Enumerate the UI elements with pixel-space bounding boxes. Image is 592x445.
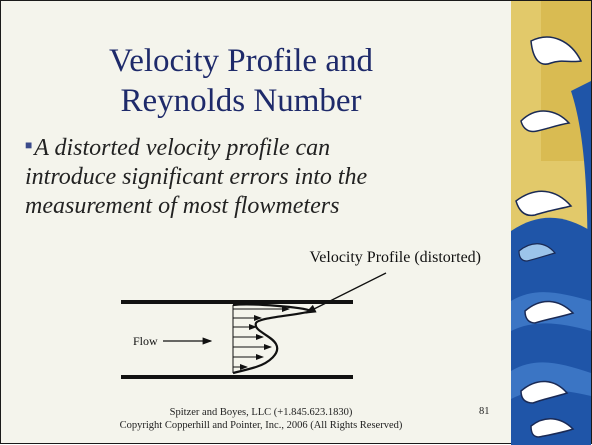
page-number: 81 (479, 406, 490, 417)
bullet-text: A distorted velocity profile can introdu… (25, 135, 368, 219)
flow-label: Flow (133, 334, 158, 348)
velocity-profile-diagram: Velocity Profile (distorted) Flow (121, 249, 481, 379)
distorted-profile-curve (232, 303, 314, 375)
footer-copyright: Copyright Copperhill and Pointer, Inc., … (119, 420, 403, 431)
bullet-square-icon: ■ (25, 138, 33, 152)
footer-company: Spitzer and Boyes, LLC (+1.845.623.1830) (169, 407, 353, 418)
profile-pointer-arrow (304, 272, 387, 314)
wave-art-icon (511, 1, 591, 445)
title-line-2: Reynolds Number (120, 83, 362, 119)
title-line-1: Velocity Profile and (109, 43, 373, 79)
slide-title: Velocity Profile and Reynolds Number (61, 41, 421, 121)
footer: Spitzer and Boyes, LLC (+1.845.623.1830)… (61, 406, 461, 432)
velocity-vectors (233, 306, 290, 370)
profile-label: Velocity Profile (distorted) (309, 249, 481, 266)
bullet-point: ■A distorted velocity profile can introd… (25, 131, 405, 221)
